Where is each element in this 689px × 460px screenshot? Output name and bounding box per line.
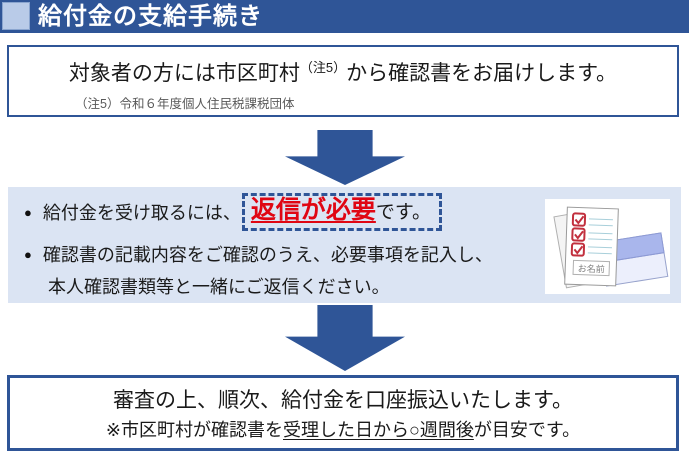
reply-required-callout: 返信が必要です。 <box>241 193 442 231</box>
bullet-icon: ● <box>24 204 32 220</box>
page-title: 給付金の支給手続き <box>38 3 263 30</box>
reply-required-highlight: 返信が必要 <box>250 196 376 225</box>
step1-text-prefix: 対象者の方には市区町村 <box>68 62 300 85</box>
step1-box: 対象者の方には市区町村（注5）から確認書をお届けします。 （注5）令和６年度個人… <box>7 45 679 117</box>
step2-bullet2: ● 確認書の記載内容をご確認のうえ、必要事項を記入し、 <box>24 240 493 268</box>
step1-note-ref: （注5） <box>299 60 347 75</box>
step1-text: 対象者の方には市区町村（注5）から確認書をお届けします。 <box>9 57 677 87</box>
checkbox-icon <box>571 227 586 242</box>
documents-envelope-illustration: お名前 <box>545 199 670 294</box>
bullet-icon: ● <box>24 246 32 262</box>
checkbox-icon <box>571 212 587 227</box>
step2-bullet1: ● 給付金を受け取るには、 返信が必要です。 <box>24 189 442 235</box>
step3-box: 審査の上、順次、給付金を口座振込いたします。 ※市区町村が確認書を受理した日から… <box>7 375 679 451</box>
step2-bullet2-continued: 本人確認書類等と一緒にご返信ください。 <box>48 272 390 300</box>
step2-bullet2-line1: 確認書の記載内容をご確認のうえ、必要事項を記入し、 <box>42 245 493 265</box>
down-arrow-icon <box>285 305 405 371</box>
checkbox-icon <box>570 242 586 257</box>
down-arrow-icon <box>285 130 405 185</box>
step1-footnote: （注5）令和６年度個人住民税課税団体 <box>75 97 295 111</box>
step2-box: ● 給付金を受け取るには、 返信が必要です。 ● 確認書の記載内容をご確認のうえ… <box>8 187 681 303</box>
step2-bullet2-line2: 本人確認書類等と一緒にご返信ください。 <box>48 277 390 297</box>
step1-text-suffix: から確認書をお届けします。 <box>346 62 618 85</box>
page-header: 給付金の支給手続き <box>0 0 689 33</box>
name-field-label: お名前 <box>578 263 605 275</box>
step3-note-suffix: が目安です。 <box>473 420 581 440</box>
header-accent-square <box>2 2 30 30</box>
step3-note-underlined: 受理した日から○週間後 <box>283 420 474 440</box>
step3-main-text: 審査の上、順次、給付金を口座振込いたします。 <box>113 389 573 412</box>
documents-envelope-icon: お名前 <box>553 206 669 289</box>
step2-bullet1-prefix: 給付金を受け取るには、 <box>42 203 241 223</box>
step3-note-text: ※市区町村が確認書を受理した日から○週間後が目安です。 <box>10 416 676 442</box>
reply-required-suffix: です。 <box>375 202 431 224</box>
step3-note-prefix: ※市区町村が確認書を <box>105 420 283 440</box>
